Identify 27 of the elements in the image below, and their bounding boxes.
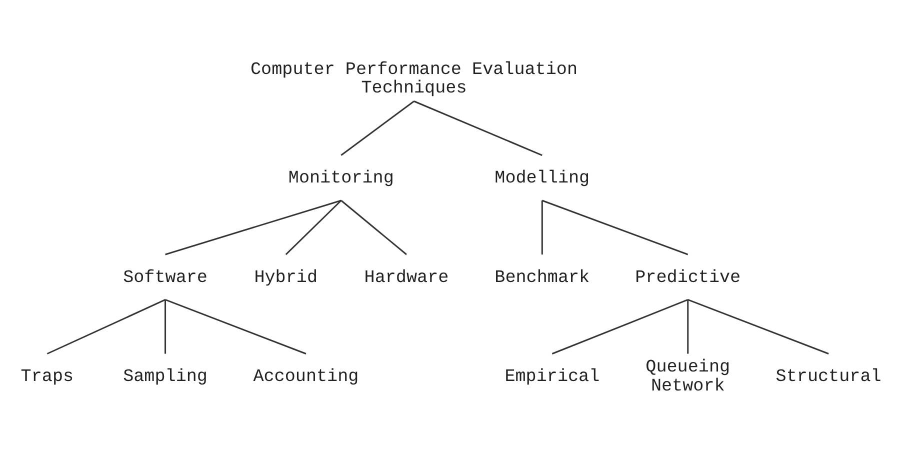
node-text: Monitoring xyxy=(288,168,394,188)
node-text: Traps xyxy=(20,366,74,387)
connector xyxy=(285,199,342,255)
connector xyxy=(688,298,829,354)
connector xyxy=(165,298,306,354)
node-text: Hybrid xyxy=(254,267,318,288)
connector xyxy=(165,199,342,255)
node-text: Hardware xyxy=(364,267,449,288)
node-text: Computer Performance Evaluation Techniques xyxy=(250,59,578,98)
node-text: Accounting xyxy=(253,366,359,387)
node-text: Modelling xyxy=(494,168,590,188)
connector xyxy=(340,199,407,255)
connector xyxy=(541,200,543,254)
node-text: Queueing Network xyxy=(646,357,730,396)
connector xyxy=(552,298,688,354)
connector xyxy=(687,299,689,354)
connector xyxy=(164,299,166,354)
node-text: Predictive xyxy=(635,267,741,288)
node-text: Structural xyxy=(776,366,882,387)
connector xyxy=(340,100,414,156)
node-text: Benchmark xyxy=(494,267,590,288)
connector xyxy=(414,100,542,156)
connector xyxy=(46,298,166,354)
node-text: Empirical xyxy=(504,366,600,387)
connector xyxy=(542,199,688,255)
node-text: Sampling xyxy=(123,366,208,387)
node-text: Software xyxy=(123,267,208,288)
